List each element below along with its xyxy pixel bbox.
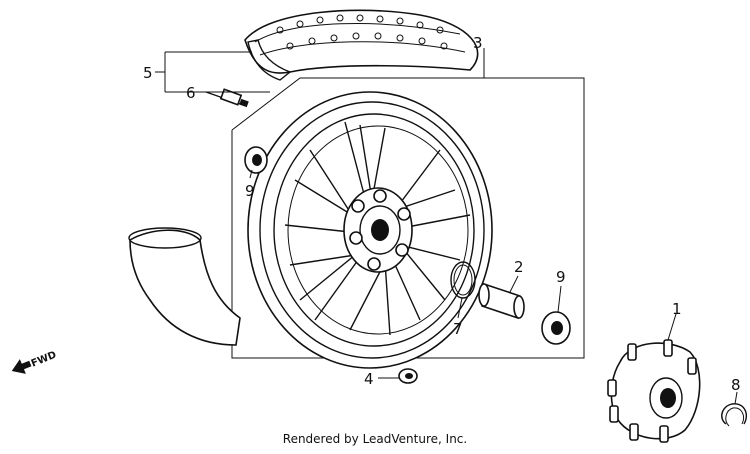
callout-5: 5 [143,64,153,82]
cast-wheel [247,91,493,369]
snap-ring [721,403,748,427]
callout-2: 2 [514,258,524,276]
callout-9-left: 9 [245,182,255,200]
o-ring [450,261,476,299]
callout-1: 1 [672,300,682,318]
bearing-left [244,146,268,174]
callout-8: 8 [731,376,741,394]
hub-collar [478,282,525,320]
forward-arrow-icon: FWD [11,350,58,374]
callout-3: 3 [473,34,483,52]
inner-tube [128,227,241,346]
fwd-label: FWD [30,350,58,370]
leader-lines [155,48,738,405]
final-driven-flange [607,339,701,443]
valve-nut [398,368,418,384]
callout-9-right: 9 [556,268,566,286]
bearing-right [541,311,571,345]
callout-7: 7 [453,320,463,338]
tire-valve [205,88,249,108]
callout-6: 6 [186,84,196,102]
footer-credit: Rendered by LeadVenture, Inc. [282,432,468,446]
callout-4: 4 [364,370,374,388]
tire [244,9,479,81]
